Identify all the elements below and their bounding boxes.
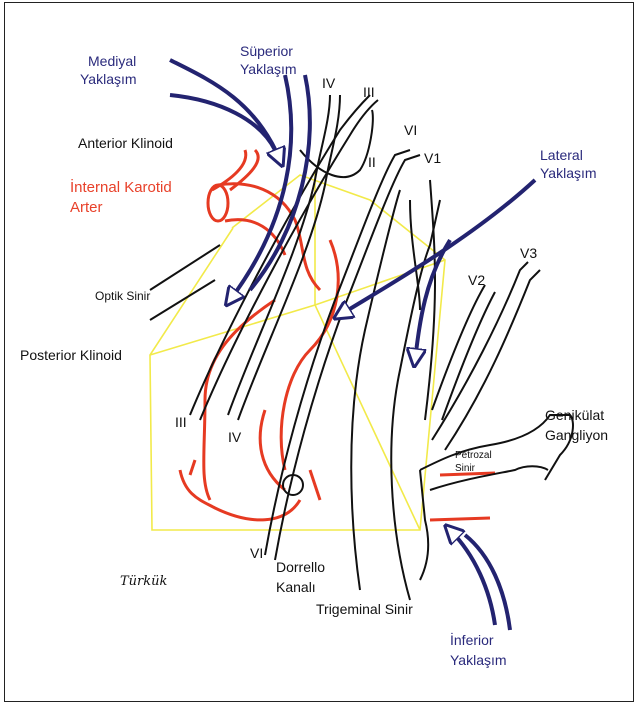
nerve-V3-label: V3	[520, 245, 537, 261]
nerve-VI-top-label: VI	[404, 122, 417, 138]
petrosal-nerve-label-2: Sinir	[455, 463, 476, 474]
nerve-V1-label: V1	[424, 150, 441, 166]
nerve-III-top-label: III	[363, 84, 375, 100]
author-signature: Türkük	[120, 574, 168, 589]
anterior-clinoid-label: Anterior Klinoid	[78, 135, 173, 151]
geniculate-ganglion-label-2: Gangliyon	[545, 427, 608, 443]
inferior-approach-arrow-2	[465, 535, 510, 630]
posterior-clinoid-label: Posterior Klinoid	[20, 347, 122, 363]
nerve-IV-top-label: IV	[322, 75, 336, 91]
petrosal-nerve-label-1: Petrozal	[455, 450, 492, 461]
medial-approach-label-1: Mediyal	[88, 53, 136, 69]
optic-nerve-label: Optik Sinir	[95, 289, 150, 303]
nerve-V2-label: V2	[468, 272, 485, 288]
nerve-VI-bottom-label: VI	[250, 545, 263, 561]
inferior-approach-label-2: Yaklaşım	[450, 652, 507, 668]
nerves	[150, 95, 573, 600]
trigeminal-nerve-label: Trigeminal Sinir	[316, 601, 413, 617]
dorello-canal-label-2: Kanalı	[276, 579, 316, 595]
nerve-III-bottom-label: III	[175, 414, 187, 430]
lateral-approach-label-1: Lateral	[540, 147, 583, 163]
nerve-II-label: II	[368, 154, 376, 170]
geniculate-ganglion-label-1: Genikülat	[545, 407, 604, 423]
internal-carotid-label-1: İnternal Karotid	[70, 178, 172, 196]
lateral-approach-label-2: Yaklaşım	[540, 165, 597, 181]
medial-approach-label-2: Yaklaşım	[80, 71, 137, 87]
nerve-IV-bottom-label: IV	[228, 429, 242, 445]
inferior-approach-label-1: İnferior	[450, 631, 494, 648]
superior-approach-label-2: Yaklaşım	[240, 61, 297, 77]
internal-carotid-label-2: Arter	[70, 199, 103, 216]
superior-approach-label-1: Süperior	[240, 43, 293, 59]
dorello-canal-label-1: Dorrello	[276, 559, 325, 575]
